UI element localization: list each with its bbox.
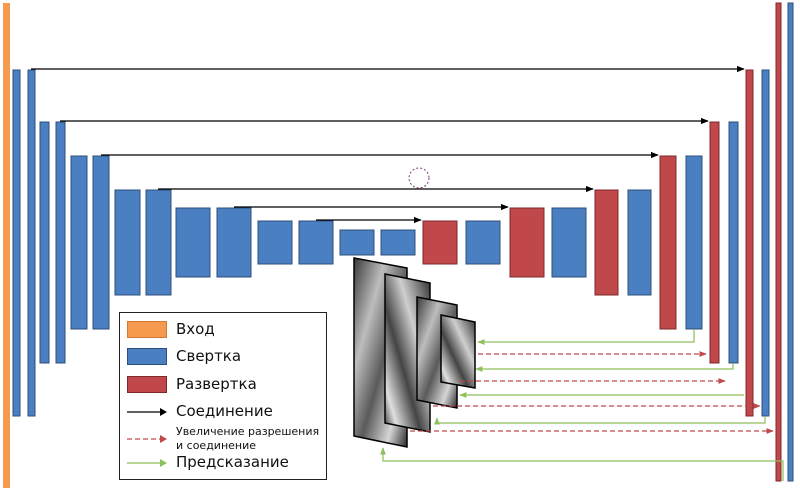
conv-block xyxy=(298,220,334,265)
conv-swatch xyxy=(127,348,167,365)
deconv-block xyxy=(709,121,720,364)
prediction-connections xyxy=(380,329,784,481)
conv-block xyxy=(12,69,21,417)
conv-block xyxy=(465,220,501,265)
dashed-circle xyxy=(408,167,430,189)
deconv-block xyxy=(509,207,545,278)
deconv-swatch xyxy=(127,376,167,393)
conv-block xyxy=(55,121,66,364)
conv-block xyxy=(114,189,141,296)
conv-block xyxy=(761,69,770,417)
prediction-arrow xyxy=(477,329,695,345)
conv-block xyxy=(787,2,794,482)
conv-block xyxy=(257,220,293,265)
input-layer xyxy=(3,3,10,488)
feature-map xyxy=(440,314,476,389)
conv-block xyxy=(685,155,703,330)
legend-item-deconv: Развертка xyxy=(120,375,326,398)
deconv-block xyxy=(594,189,619,296)
legend-item-connection: Соединение xyxy=(120,402,326,425)
encoder-blocks xyxy=(12,69,416,417)
upsample-line-icon xyxy=(127,435,167,443)
conv-block xyxy=(70,155,88,330)
legend-item-prediction: Предсказание xyxy=(120,453,326,476)
prediction-arrow xyxy=(434,416,766,425)
connection-line-icon xyxy=(127,408,167,416)
conv-block xyxy=(27,69,36,417)
legend-label-input: Вход xyxy=(176,320,215,338)
conv-block xyxy=(92,155,110,330)
legend: Вход Свертка Развертка Соединение Увелич… xyxy=(119,312,327,480)
legend-label-upsample-1: Увеличение разрешения xyxy=(176,425,320,438)
legend-label-connection: Соединение xyxy=(176,402,273,420)
conv-block xyxy=(380,229,416,256)
legend-label-prediction: Предсказание xyxy=(176,453,289,471)
prediction-arrow xyxy=(380,447,784,481)
conv-block xyxy=(728,121,739,364)
conv-block xyxy=(39,121,50,364)
input-swatch xyxy=(127,321,167,338)
prediction-line-icon xyxy=(127,459,167,467)
conv-block xyxy=(175,207,211,278)
deconv-block xyxy=(659,155,677,330)
legend-item-input: Вход xyxy=(120,320,326,343)
deconv-block xyxy=(775,2,782,482)
deconv-block xyxy=(422,220,458,265)
upsample-connections xyxy=(410,351,774,434)
feature-map-stack xyxy=(353,257,476,448)
conv-block xyxy=(551,207,587,278)
decoder-blocks xyxy=(422,2,794,482)
conv-block xyxy=(216,207,252,278)
prediction-arrow xyxy=(475,363,734,372)
conv-block xyxy=(145,189,172,296)
legend-label-deconv: Развертка xyxy=(176,375,257,393)
legend-item-upsample: Увеличение разрешения и соединение xyxy=(120,425,326,453)
conv-block xyxy=(339,229,375,256)
skip-connections xyxy=(31,65,745,224)
deconv-block xyxy=(745,69,754,417)
legend-label-upsample-2: и соединение xyxy=(176,439,257,452)
legend-label-conv: Свертка xyxy=(176,347,242,365)
conv-block xyxy=(627,189,652,296)
legend-item-conv: Свертка xyxy=(120,347,326,370)
